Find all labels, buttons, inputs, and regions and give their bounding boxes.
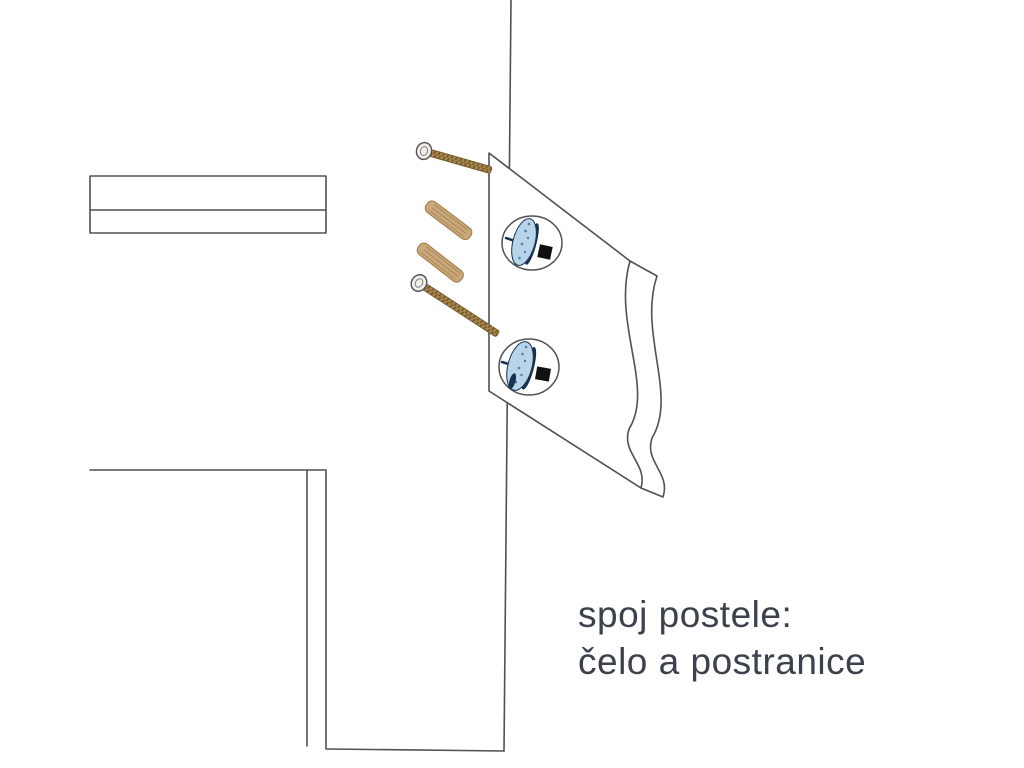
bolt-top xyxy=(415,141,493,174)
bolt-bottom xyxy=(410,274,500,337)
dowel-bottom xyxy=(416,242,464,283)
cam-disc-top xyxy=(511,218,537,266)
caption: spoj postele: čelo a postranice xyxy=(578,594,866,682)
headboard-bottom-line xyxy=(326,748,505,752)
side-panel-break-line xyxy=(624,260,643,489)
headboard-panel-edge xyxy=(326,0,512,752)
bolt-head-bottom xyxy=(410,274,428,292)
bolt-shaft-top xyxy=(428,149,493,174)
bolt-head-top xyxy=(415,141,433,161)
top-rail-body xyxy=(89,175,327,234)
cam-slot-bottom xyxy=(508,373,517,389)
caption-line-1: spoj postele: xyxy=(578,594,792,635)
cam-lock-bottom xyxy=(500,341,552,391)
cam-nut-top xyxy=(537,244,553,260)
cam-texture-top xyxy=(518,222,531,260)
top-rail-outline xyxy=(89,175,327,234)
cam-texture-bottom xyxy=(514,345,528,384)
cam-lock-top xyxy=(504,218,553,266)
bottom-rail-outline xyxy=(89,469,327,750)
cam-nut-bottom xyxy=(534,366,552,382)
dowel-top xyxy=(424,200,473,241)
side-panel xyxy=(488,152,666,498)
caption-line-2: čelo a postranice xyxy=(578,641,866,682)
bolt-shaft-bottom xyxy=(422,283,500,337)
side-panel-outline xyxy=(488,152,666,498)
